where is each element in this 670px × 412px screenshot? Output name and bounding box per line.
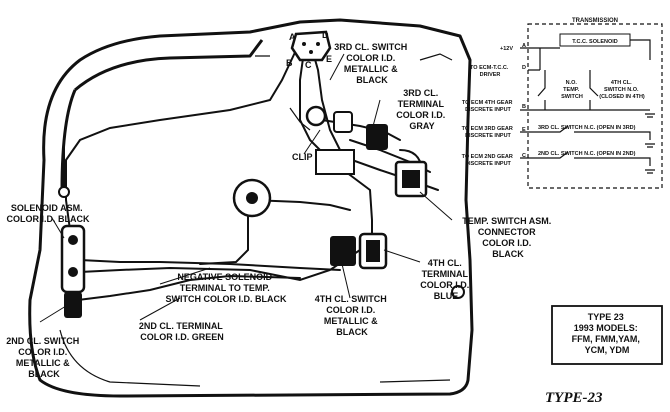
second-clutch-switch: [64, 292, 82, 318]
transmission-housing: [28, 18, 474, 398]
schematic-title: TRANSMISSION: [572, 18, 618, 24]
third-switch-nc-label: 3RD CL. SWITCH N.C. (OPEN IN 3RD): [538, 125, 636, 131]
svg-text:TYPE 23 1993 MODELS:: TYPE 23 1993 MODELS: FFM, FMM,YAM, YCM, …: [572, 312, 643, 355]
type-box-line2: 1993 MODELS:: [574, 323, 638, 333]
third-clutch-terminal: [366, 124, 388, 150]
schematic-pin-c: C: [522, 153, 526, 159]
footer-title: TYPE-23: [545, 390, 603, 406]
clip: [305, 105, 327, 127]
second-clutch-terminal-label: 2ND CL. TERMINAL COLOR I.D. GREEN: [139, 321, 225, 342]
leader-lines: [39, 53, 453, 323]
pin-d-label: D: [322, 30, 329, 40]
type-box-line1: TYPE 23: [588, 312, 624, 322]
type-box-line4: YCM, YDM: [585, 345, 630, 355]
negative-solenoid-terminal-label: NEGATIVE SOLENOID TERMINAL TO TEMP. SWIT…: [166, 272, 287, 304]
plus12-label: +12V: [500, 46, 513, 52]
solenoid-label: SOLENOID ASM. COLOR I.D. BLACK: [7, 203, 90, 224]
schematic-pin-b: B: [522, 104, 526, 110]
schematic-pin-e: E: [522, 127, 526, 133]
fourth-clutch-terminal-label: 4TH CL. TERMINAL COLOR I.D. BLUE: [420, 258, 472, 301]
type-box-line3: FFM, FMM,YAM,: [572, 334, 640, 344]
schematic-pin-a: A: [522, 43, 526, 49]
tcc-solenoid-label: T.C.C. SOLENOID: [572, 39, 618, 45]
second-switch-nc-label: 2ND CL. SWITCH N.C. (OPEN IN 2ND): [538, 151, 636, 157]
callout-labels: SOLENOID ASM. COLOR I.D. BLACK 3RD CL. S…: [6, 42, 554, 379]
fourth-switch-no-label: 4TH CL. SWITCH N.O. (CLOSED IN 4TH): [599, 80, 645, 100]
ecm-4th-label: TO ECM 4TH GEAR DISCRETE INPUT: [462, 100, 514, 113]
no-temp-switch-label: N.O. TEMP. SWITCH: [561, 80, 583, 100]
ecm-tcc-label: TO ECM-T.C.C. DRIVER: [470, 65, 510, 78]
connector-pin-letters: A D B E C: [286, 30, 332, 70]
pin-e-label: E: [326, 54, 332, 64]
third-clutch-terminal-label: 3RD CL. TERMINAL COLOR I.D. GRAY: [396, 88, 448, 131]
ecm-2nd-label: TO ECM 2ND GEAR DISCRETE INPUT: [462, 154, 515, 167]
fourth-clutch-switch-label: 4TH CL. SWITCH COLOR I.D. METALLIC & BLA…: [315, 294, 390, 337]
type-info-box: TYPE 23 1993 MODELS: FFM, FMM,YAM, YCM, …: [551, 305, 663, 365]
top-connector: [290, 30, 332, 62]
pin-a-label: A: [289, 32, 296, 42]
third-clutch-switch-label: 3RD CL. SWITCH COLOR I.D. METALLIC & BLA…: [334, 42, 410, 85]
transmission-schematic: TRANSMISSION T.C.C. SOLENOID +12V TO ECM…: [462, 18, 663, 189]
components: [58, 30, 465, 318]
temp-switch-label: TEMP. SWITCH ASM. CONNECTOR COLOR I.D. B…: [462, 216, 554, 259]
clip-label: CLIP: [292, 152, 313, 162]
ecm-3rd-label: TO ECM 3RD GEAR DISCRETE INPUT: [462, 126, 515, 139]
pin-b-label: B: [286, 58, 293, 68]
fourth-clutch-switch: [330, 236, 356, 266]
second-clutch-switch-label: 2ND CL. SWITCH COLOR I.D. METALLIC & BLA…: [6, 336, 82, 379]
pin-c-label: C: [305, 60, 312, 70]
schematic-pin-d: D: [522, 65, 526, 71]
